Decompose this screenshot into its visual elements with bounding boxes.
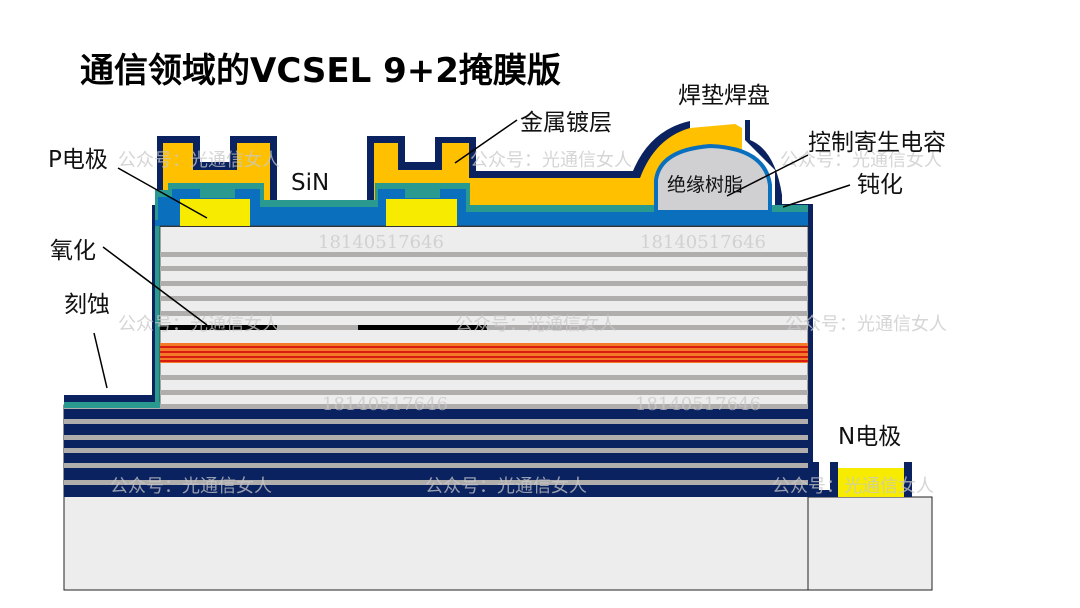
- blue-layer: [158, 189, 808, 226]
- label-metal-plating: 金属镀层: [520, 110, 612, 136]
- svg-text:公众号：光通信女人: 公众号：光通信女人: [118, 314, 280, 335]
- label-n-electrode: N电极: [838, 424, 901, 450]
- watermarks: 公众号：光通信女人 公众号：光通信女人 公众号：光通信女人 1814051764…: [110, 150, 947, 497]
- label-insulating-resin: 绝缘树脂: [667, 174, 743, 196]
- n-passivation: [808, 492, 813, 497]
- oxide-aperture-left: [160, 325, 277, 330]
- svg-text:公众号：光通信女人: 公众号：光通信女人: [455, 314, 617, 335]
- diagram-title: 通信领域的VCSEL 9+2掩膜版: [80, 51, 561, 91]
- blue-strip: [155, 220, 808, 228]
- label-etching: 刻蚀: [64, 292, 110, 318]
- label-passivation: 钝化: [857, 172, 903, 198]
- label-oxidation: 氧化: [50, 238, 96, 264]
- label-sin: SiN: [291, 170, 329, 196]
- substrate-step: [807, 496, 933, 591]
- p-electrode-right: [386, 199, 457, 226]
- teal-step-top: [64, 402, 160, 408]
- svg-text:公众号：光通信女人: 公众号：光通信女人: [118, 150, 280, 171]
- label-parasitic-capacitance: 控制寄生电容: [808, 130, 946, 156]
- metal-plating: [163, 124, 742, 212]
- svg-text:公众号：光通信女人: 公众号：光通信女人: [772, 476, 934, 497]
- svg-text:18140517646: 18140517646: [318, 232, 444, 253]
- mesa-top-edge: [160, 226, 808, 227]
- active-region: [160, 343, 808, 363]
- lower-dbr: [64, 375, 808, 485]
- p-electrode-left: [180, 199, 250, 226]
- leader-lines: [93, 119, 851, 389]
- passivation-right-wall: [808, 205, 813, 497]
- svg-text:公众号：光通信女人: 公众号：光通信女人: [110, 476, 272, 497]
- svg-text:公众号：光通信女人: 公众号：光通信女人: [780, 150, 942, 171]
- n-electrode-pad: [838, 468, 904, 497]
- n-electrode-passivation: [813, 462, 912, 497]
- teal-sidewall: [155, 226, 160, 408]
- oxide-aperture-right: [358, 325, 487, 330]
- svg-text:18140517646: 18140517646: [635, 394, 761, 415]
- svg-text:公众号：光通信女人: 公众号：光通信女人: [785, 314, 947, 335]
- label-p-electrode: P电极: [48, 147, 108, 173]
- svg-text:18140517646: 18140517646: [322, 394, 448, 415]
- svg-text:公众号：光通信女人: 公众号：光通信女人: [425, 476, 587, 497]
- label-bond-pad: 焊垫焊盘: [678, 83, 770, 109]
- etch-passivation-top: [64, 395, 155, 402]
- svg-text:18140517646: 18140517646: [640, 232, 766, 253]
- svg-text:公众号：光通信女人: 公众号：光通信女人: [470, 150, 632, 171]
